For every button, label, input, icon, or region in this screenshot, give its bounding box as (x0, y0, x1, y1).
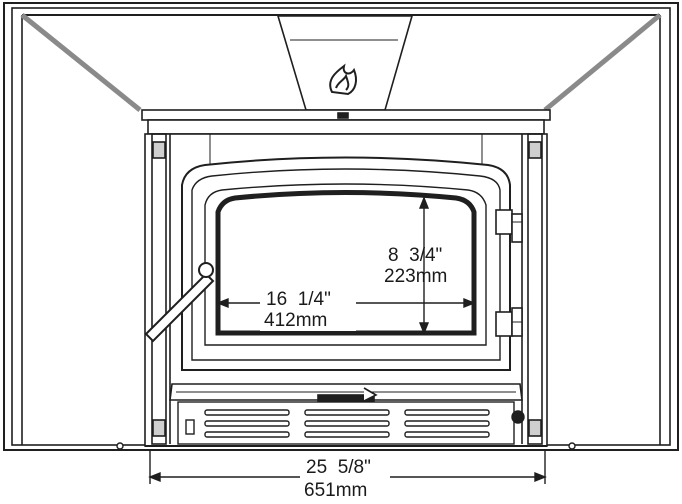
door-hinges (495, 209, 523, 337)
overall-width-imperial: 25 5/8" (306, 457, 371, 478)
flame-logo-icon (329, 63, 357, 96)
overall-width-label-bg (300, 454, 390, 502)
glass-width-label-bg (260, 287, 356, 331)
door-handle (144, 262, 215, 343)
stove-feet (116, 442, 576, 450)
glass-height-imperial: 8 3/4" (388, 245, 442, 266)
ash-lip (169, 383, 523, 402)
stove-top-rail (141, 109, 551, 135)
air-vent-panel (177, 401, 525, 445)
glass-width-imperial: 16 1/4" (266, 289, 331, 310)
glass-width-metric: 412mm (264, 310, 327, 331)
glass-height-metric: 223mm (384, 266, 447, 287)
overall-width-metric: 651mm (304, 480, 367, 501)
glass-height-dimension (418, 196, 430, 335)
